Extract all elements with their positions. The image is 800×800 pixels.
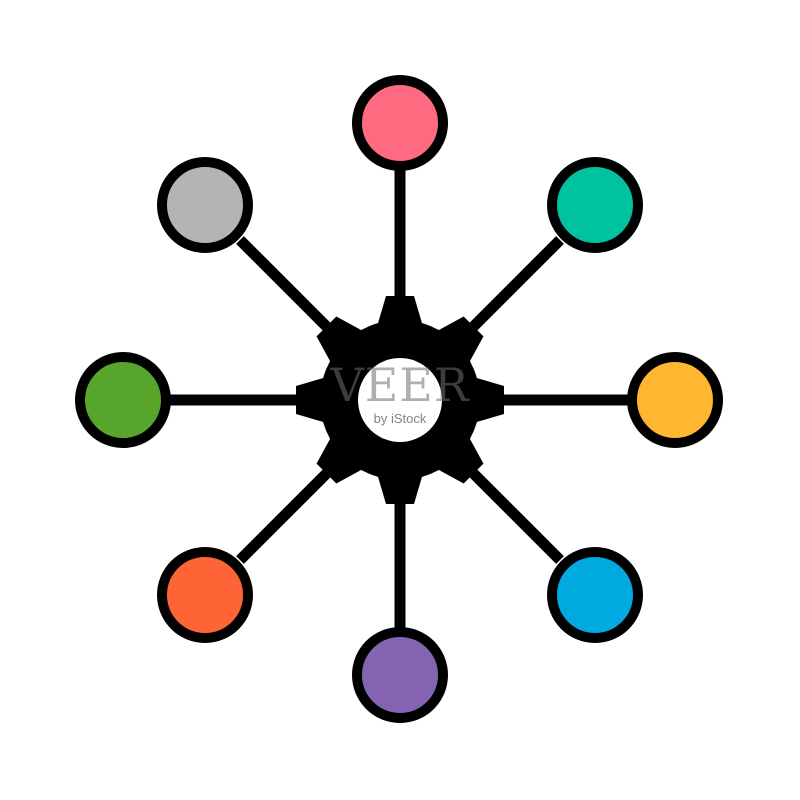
node-top [352, 75, 448, 171]
gear-tooth-bottom-right [432, 432, 484, 484]
node-top-left [157, 157, 253, 253]
gear-tooth-right [470, 376, 504, 424]
node-group [75, 75, 723, 723]
gear-icon [296, 296, 504, 504]
node-bottom-left [157, 547, 253, 643]
node-right [627, 352, 723, 448]
connector-group [170, 170, 630, 630]
node-bottom-right [547, 547, 643, 643]
gear-tooth-top-right [432, 316, 484, 368]
gear-center-hole [358, 358, 442, 442]
gear-tooth-left [296, 376, 330, 424]
gear-tooth-bottom-left [316, 432, 368, 484]
node-bottom [352, 627, 448, 723]
gear-tooth-top-left [316, 316, 368, 368]
node-left [75, 352, 171, 448]
gear-tooth-bottom [376, 470, 424, 504]
gear-tooth-top [376, 296, 424, 330]
node-top-right [547, 157, 643, 253]
